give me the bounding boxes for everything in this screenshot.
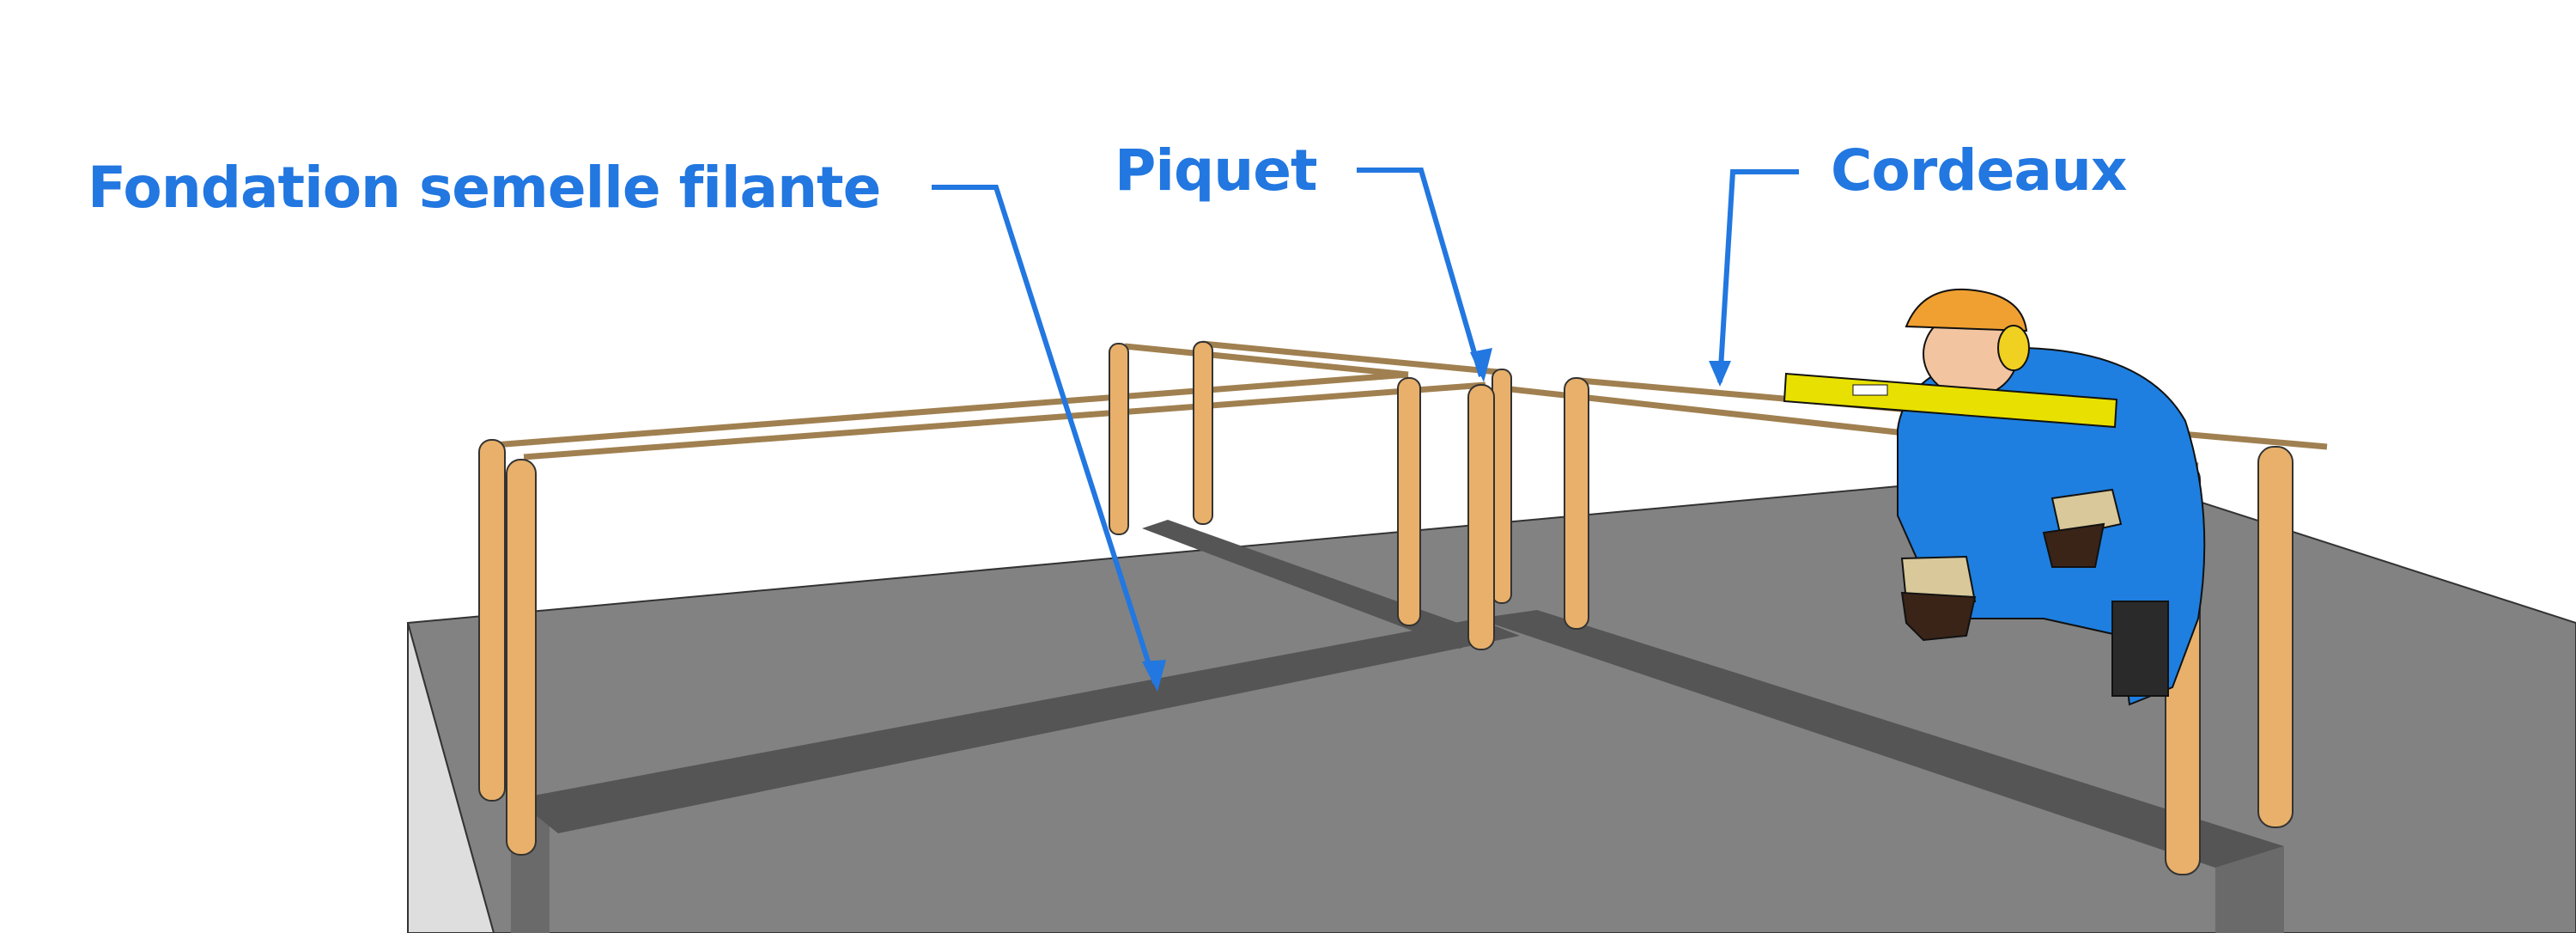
- leader-lines: [932, 168, 1799, 684]
- strings-label: Cordeaux: [1831, 137, 2127, 204]
- ground-slab-side: [407, 622, 495, 933]
- stake-label: Piquet: [1115, 137, 1318, 204]
- arrowheads: [1142, 348, 1731, 692]
- foundation-label: Fondation semelle filante: [88, 155, 881, 221]
- foundation-side-right: [2215, 846, 2284, 933]
- worker-illustration: [1783, 289, 2206, 706]
- trench-front: [515, 619, 1520, 833]
- trench-right: [1477, 610, 2284, 868]
